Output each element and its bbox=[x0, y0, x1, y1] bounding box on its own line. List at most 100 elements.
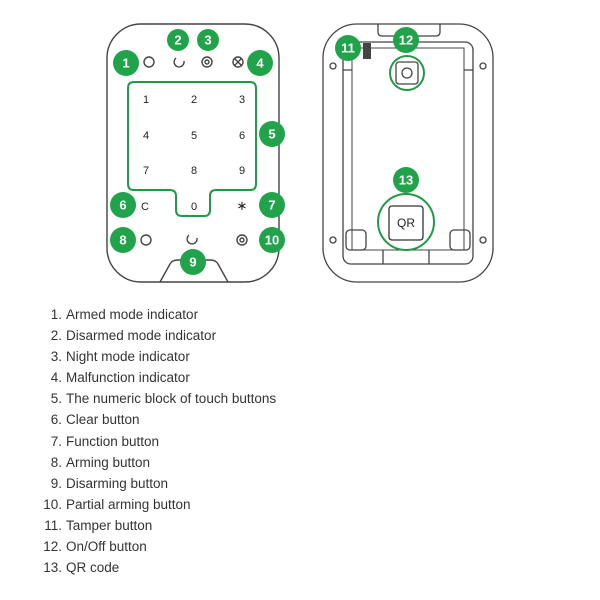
legend-text: The numeric block of touch buttons bbox=[66, 391, 277, 407]
callout-6: 6 bbox=[110, 192, 136, 218]
function-key[interactable]: ∗ bbox=[237, 198, 248, 213]
key-4[interactable]: 4 bbox=[143, 130, 149, 142]
night-indicator-icon bbox=[201, 56, 213, 68]
legend-text: Malfunction indicator bbox=[66, 370, 190, 386]
key-2[interactable]: 2 bbox=[191, 94, 197, 106]
screw-icon bbox=[479, 62, 487, 70]
svg-text:2: 2 bbox=[174, 33, 181, 48]
legend-text: Disarming button bbox=[66, 475, 169, 491]
disarmed-indicator-icon bbox=[173, 57, 185, 68]
legend-item: 5.The numeric block of touch buttons bbox=[36, 388, 276, 409]
legend-item: 12.On/Off button bbox=[36, 536, 276, 557]
keypad-diagram: 1 2 3 4 5 6 7 8 9 0 C ∗ bbox=[106, 23, 494, 283]
legend-item: 10.Partial arming button bbox=[36, 494, 276, 515]
key-3[interactable]: 3 bbox=[239, 94, 245, 106]
svg-text:8: 8 bbox=[119, 233, 126, 248]
callout-1: 1 bbox=[113, 50, 139, 76]
callout-10: 10 bbox=[259, 227, 285, 253]
legend-number: 11. bbox=[44, 517, 62, 533]
clear-key[interactable]: C bbox=[141, 201, 149, 213]
legend-list: 1. Armed mode indicator 2.Disarmed mode in… bbox=[36, 304, 276, 578]
legend-text: Night mode indicator bbox=[66, 349, 190, 365]
legend-number: 10. bbox=[43, 496, 62, 512]
qr-code-box bbox=[388, 205, 424, 241]
legend-item: 2.Disarmed mode indicator bbox=[36, 325, 276, 346]
front-keys: 1 2 3 4 5 6 7 8 9 0 C ∗ bbox=[141, 94, 247, 213]
legend-item: 7.Function button bbox=[36, 431, 276, 452]
numeric-block-outline bbox=[127, 81, 257, 217]
svg-text:1: 1 bbox=[122, 56, 129, 71]
callout-13: 13 bbox=[393, 167, 419, 193]
callout-7: 7 bbox=[259, 192, 285, 218]
callout-8: 8 bbox=[110, 227, 136, 253]
legend-item: 1. Armed mode indicator bbox=[36, 304, 276, 325]
legend-number: 1. bbox=[50, 307, 62, 322]
legend-text: QR code bbox=[66, 560, 120, 576]
legend-number: 3. bbox=[50, 349, 62, 365]
legend-text: Partial arming button bbox=[66, 496, 191, 512]
callout-badges: 1 2 3 4 5 6 7 8 bbox=[110, 27, 419, 275]
screw-icon bbox=[329, 62, 337, 70]
key-5[interactable]: 5 bbox=[191, 130, 197, 142]
key-0[interactable]: 0 bbox=[191, 201, 197, 213]
mounting-panel-outline bbox=[342, 41, 474, 265]
partial-arming-button-icon[interactable] bbox=[236, 234, 248, 246]
callout-9: 9 bbox=[180, 249, 206, 275]
front-view bbox=[106, 23, 280, 283]
svg-text:6: 6 bbox=[119, 198, 126, 213]
screw-icon bbox=[329, 236, 337, 244]
qr-label: QR bbox=[397, 216, 415, 230]
svg-text:3: 3 bbox=[204, 33, 211, 48]
legend-item: 4.Malfunction indicator bbox=[36, 367, 276, 388]
svg-text:12: 12 bbox=[399, 33, 413, 48]
legend-item: 6.Clear button bbox=[36, 409, 276, 430]
legend-item: 3.Night mode indicator bbox=[36, 346, 276, 367]
callout-11: 11 bbox=[335, 35, 361, 61]
front-body-outline bbox=[106, 23, 280, 283]
callout-12: 12 bbox=[393, 27, 419, 53]
disarming-button-icon[interactable] bbox=[186, 234, 198, 245]
legend-number: 7. bbox=[50, 433, 62, 449]
key-1[interactable]: 1 bbox=[143, 94, 149, 106]
legend-number: 5. bbox=[50, 391, 62, 407]
legend-number: 8. bbox=[50, 454, 62, 470]
callout-5: 5 bbox=[259, 121, 285, 147]
legend-number: 9. bbox=[50, 475, 62, 491]
legend-text: Clear button bbox=[66, 412, 140, 428]
legend-text: Armed mode indicator bbox=[66, 307, 199, 322]
legend-number: 2. bbox=[50, 328, 62, 344]
svg-text:13: 13 bbox=[399, 173, 413, 188]
key-8[interactable]: 8 bbox=[191, 165, 197, 177]
svg-text:4: 4 bbox=[256, 56, 264, 71]
legend-text: Disarmed mode indicator bbox=[66, 328, 217, 344]
callout-3: 3 bbox=[197, 29, 219, 51]
callout-2: 2 bbox=[167, 29, 189, 51]
legend-item: 8.Arming button bbox=[36, 452, 276, 473]
svg-text:9: 9 bbox=[189, 255, 196, 270]
legend-text: Function button bbox=[66, 433, 160, 449]
key-6[interactable]: 6 bbox=[239, 130, 245, 142]
legend-item: 13.QR code bbox=[36, 557, 276, 578]
legend-text: On/Off button bbox=[66, 539, 147, 555]
tamper-button-icon[interactable] bbox=[363, 43, 371, 59]
svg-text:10: 10 bbox=[265, 233, 279, 248]
legend-number: 12. bbox=[43, 539, 62, 555]
svg-text:11: 11 bbox=[341, 41, 355, 56]
svg-text:5: 5 bbox=[268, 127, 275, 142]
arming-button-icon[interactable] bbox=[140, 234, 152, 246]
rear-highlights bbox=[377, 55, 435, 251]
armed-indicator-icon bbox=[143, 56, 155, 68]
legend-number: 4. bbox=[50, 370, 62, 386]
callout-4: 4 bbox=[247, 50, 273, 76]
key-9[interactable]: 9 bbox=[239, 165, 245, 177]
legend-number: 6. bbox=[50, 412, 62, 428]
malfunction-indicator-icon bbox=[232, 56, 244, 68]
svg-text:7: 7 bbox=[268, 198, 275, 213]
legend-number: 13. bbox=[43, 560, 62, 576]
legend-item: 9.Disarming button bbox=[36, 473, 276, 494]
rear-body-outline bbox=[322, 23, 494, 283]
on-off-button-icon[interactable] bbox=[395, 61, 419, 85]
legend-text: Tamper button bbox=[66, 517, 153, 533]
screw-icon bbox=[479, 236, 487, 244]
key-7[interactable]: 7 bbox=[143, 165, 149, 177]
